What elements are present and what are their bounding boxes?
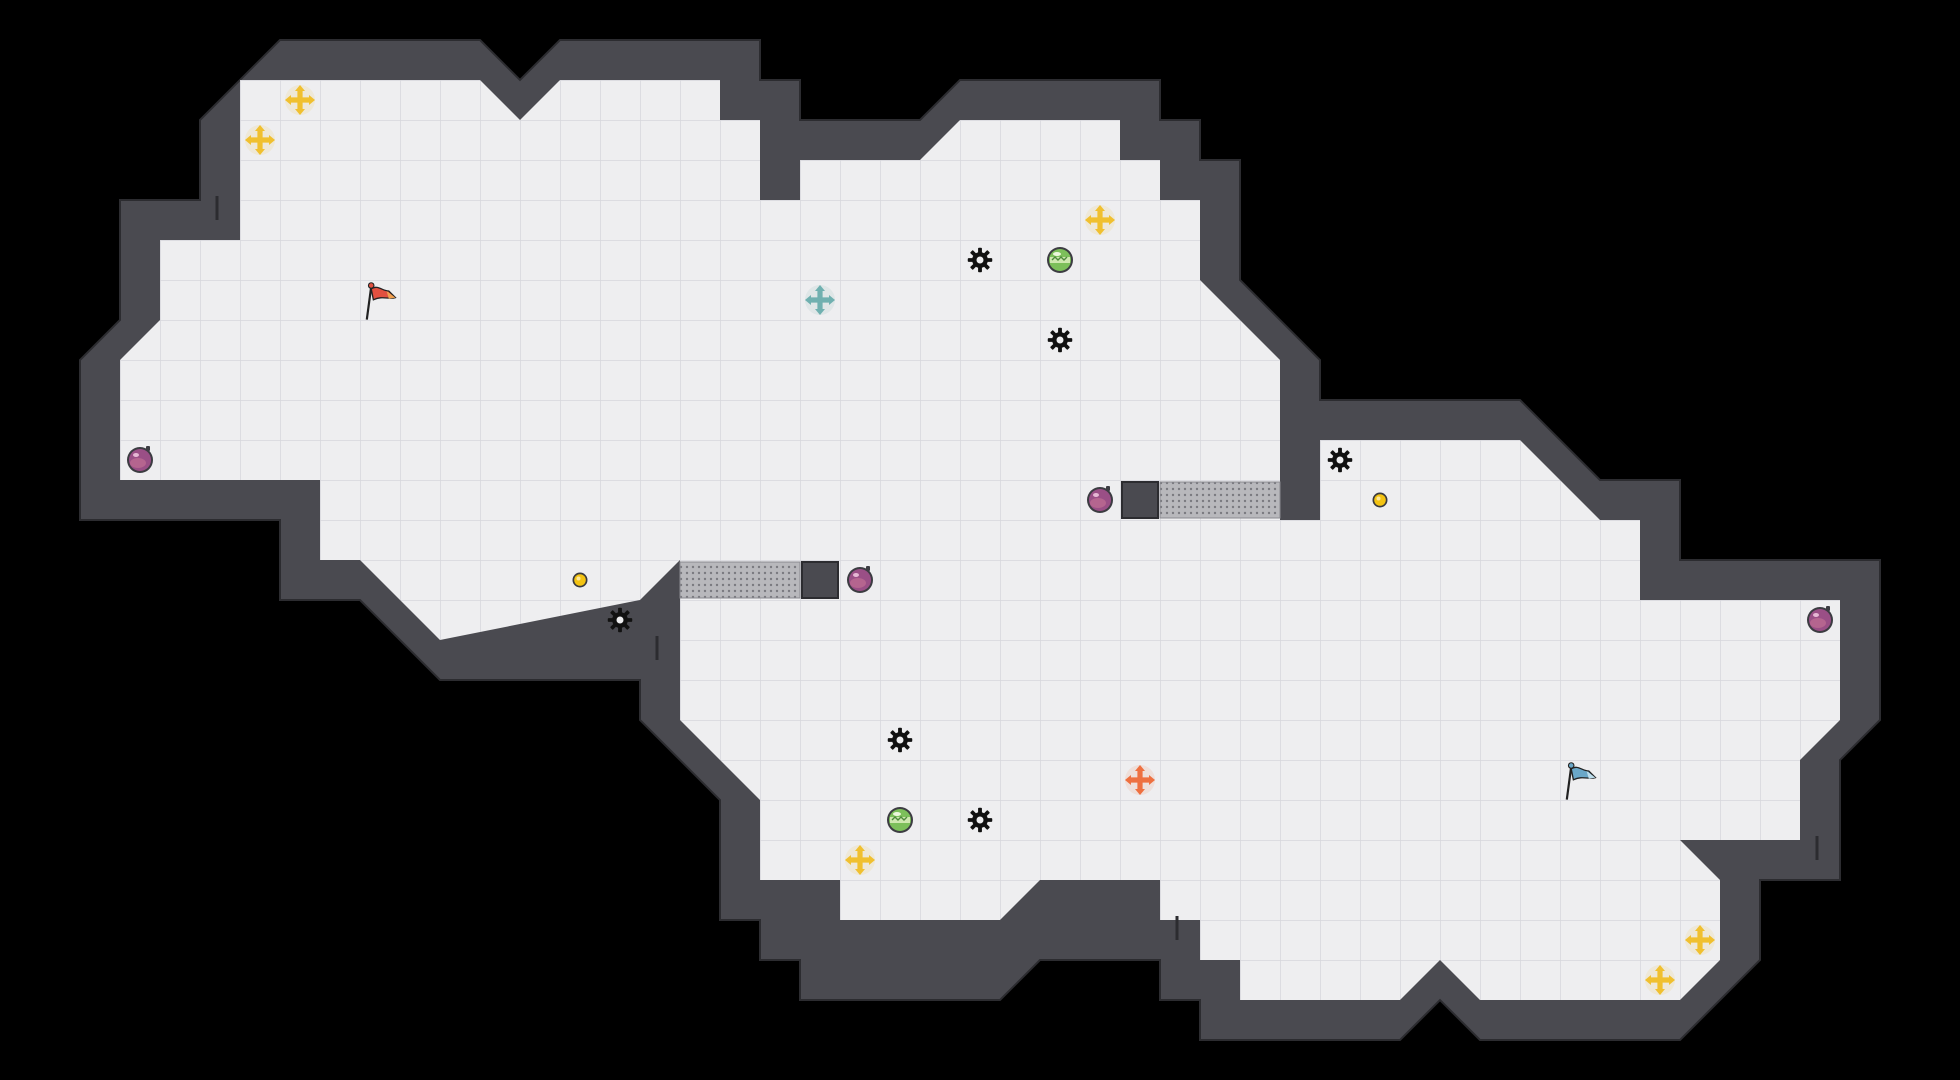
move-cross-icon[interactable]: [1645, 965, 1675, 995]
move-cross-icon[interactable]: [805, 285, 835, 315]
move-cross-icon[interactable]: [1125, 765, 1155, 795]
move-cross-icon[interactable]: [845, 845, 875, 875]
move-cross-icon[interactable]: [245, 125, 275, 155]
inner-wall-block-2: [1121, 481, 1159, 519]
potion-icon[interactable]: [886, 806, 914, 834]
potion-icon[interactable]: [1046, 246, 1074, 274]
move-cross-icon[interactable]: [1685, 925, 1715, 955]
vent-grate[interactable]: [1159, 481, 1281, 519]
door-markers: [215, 196, 1819, 940]
map-floor: [120, 80, 1840, 1000]
move-cross-icon[interactable]: [285, 85, 315, 115]
coin-icon[interactable]: [1372, 492, 1388, 508]
move-cross-icon[interactable]: [1085, 205, 1115, 235]
vent-grate[interactable]: [679, 561, 801, 599]
inner-wall-block-1: [801, 561, 839, 599]
coin-icon[interactable]: [572, 572, 588, 588]
